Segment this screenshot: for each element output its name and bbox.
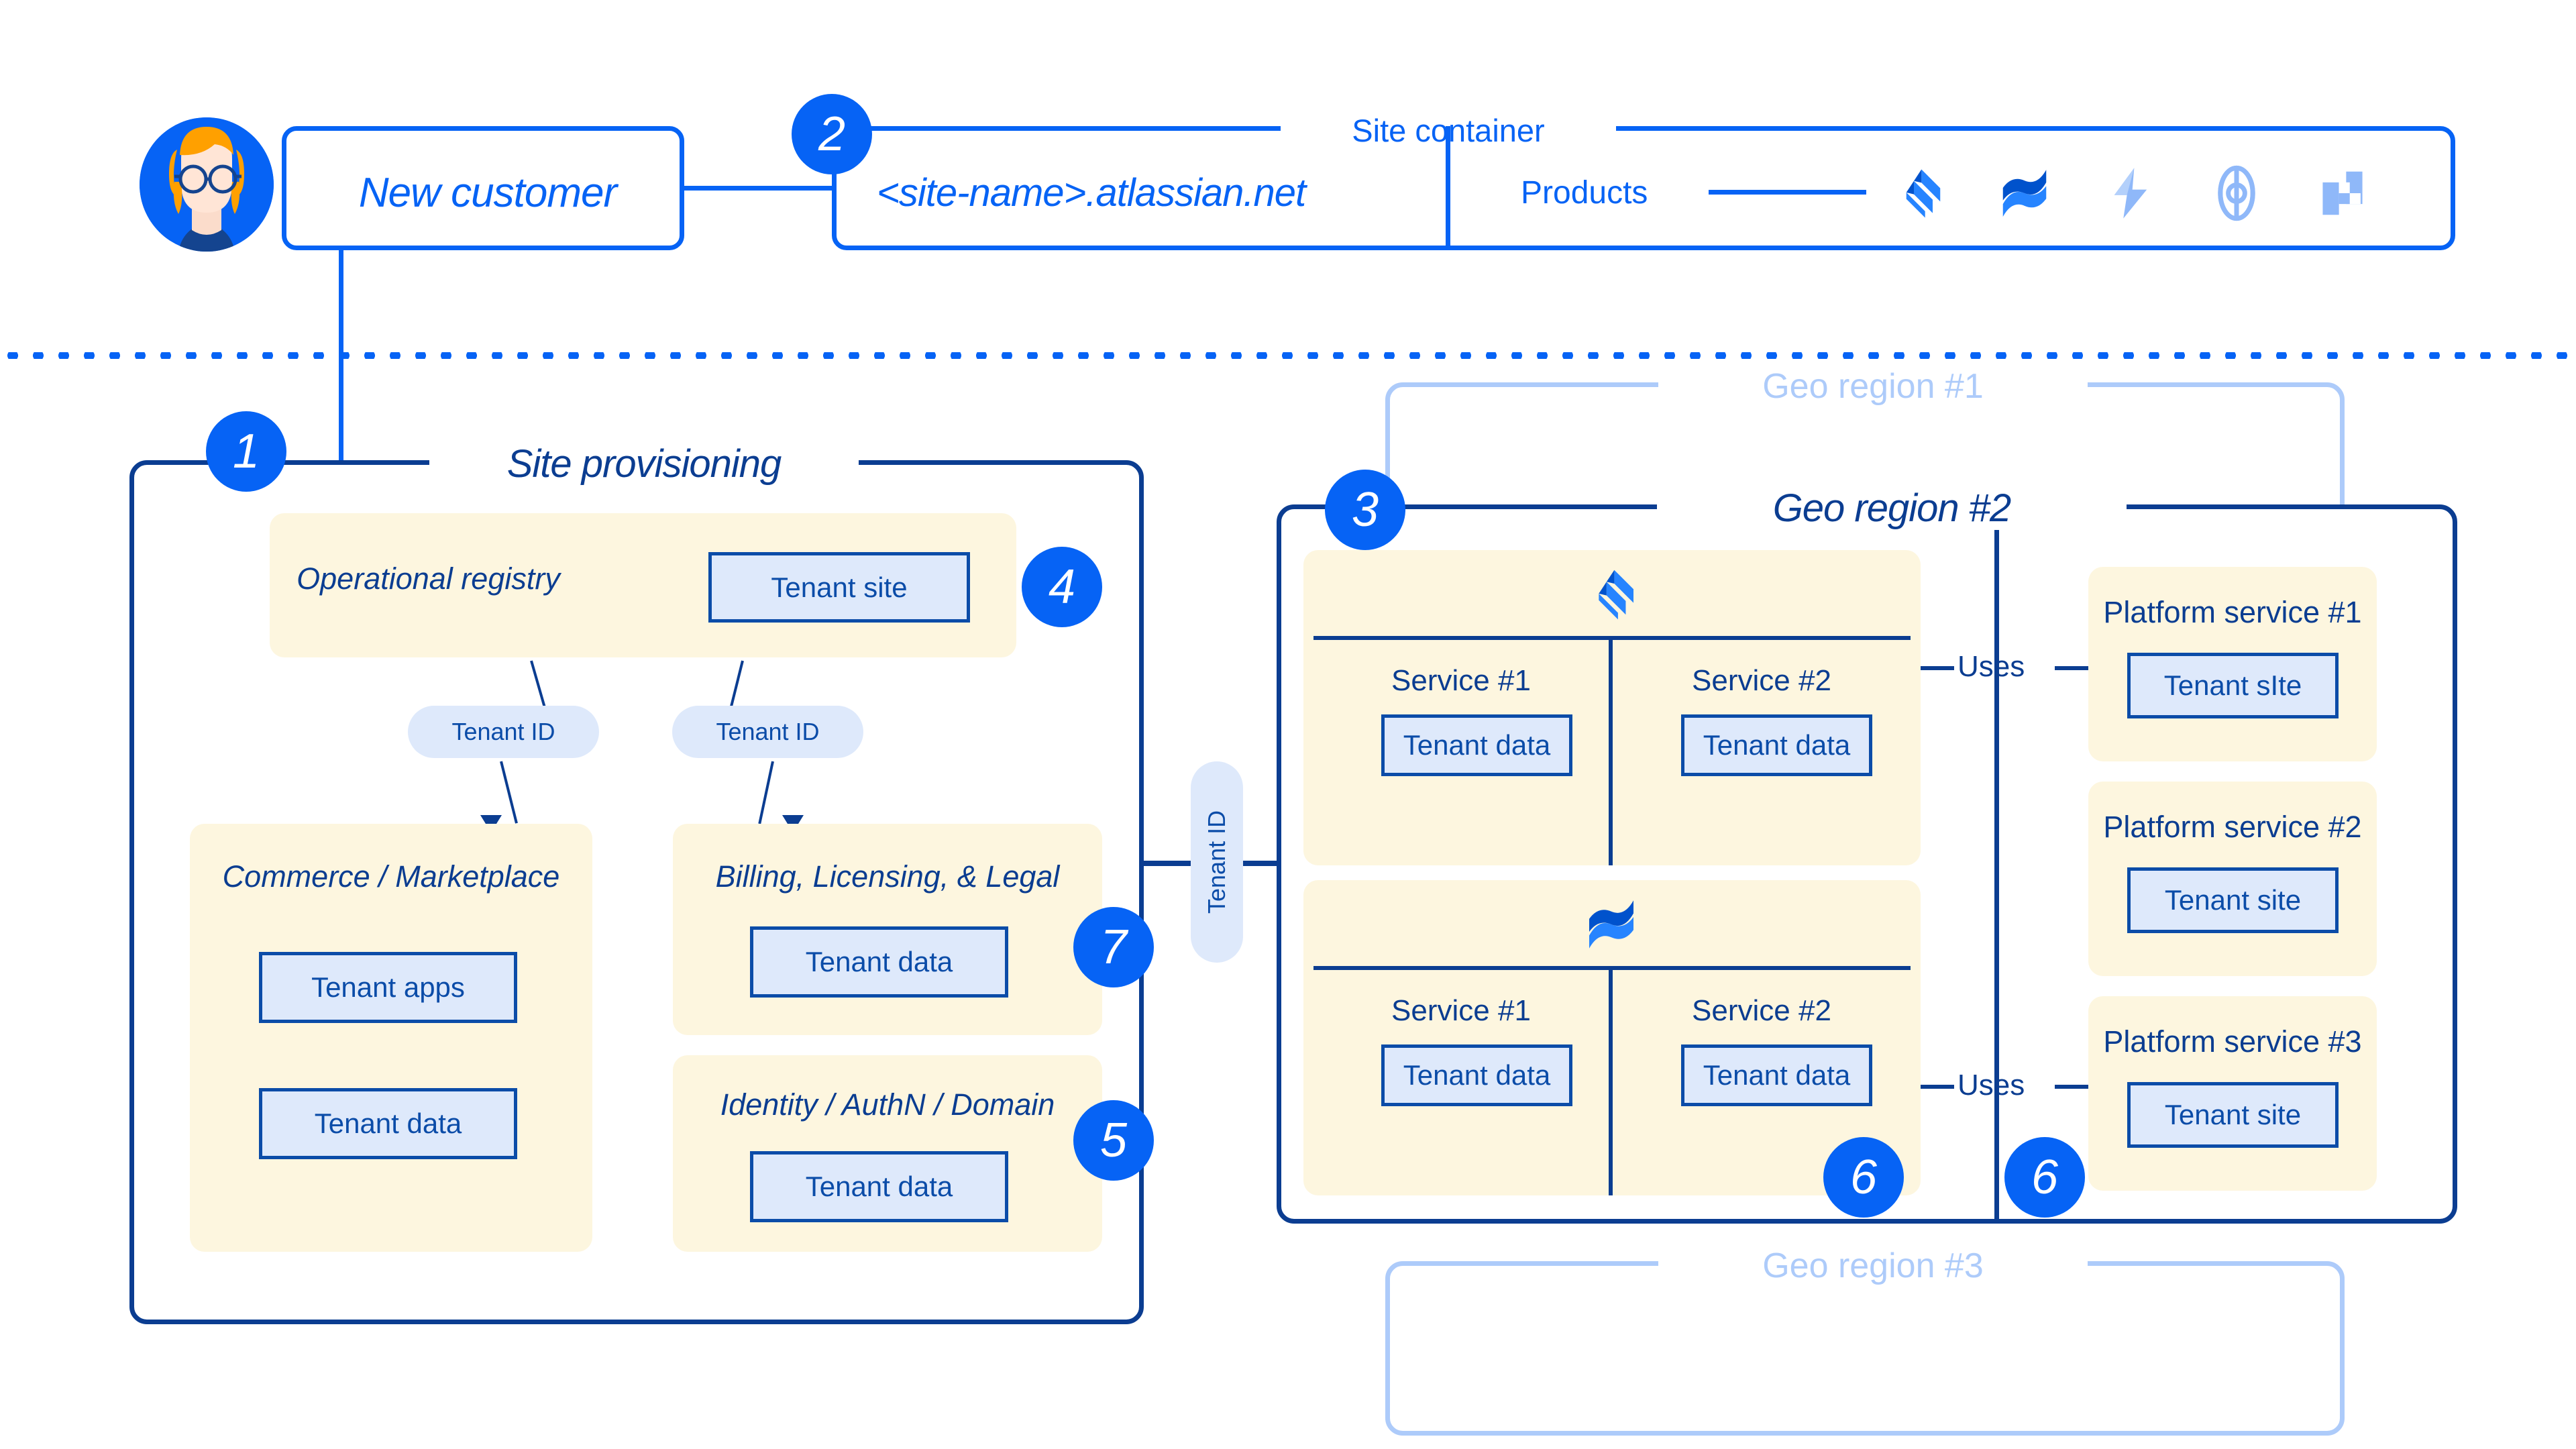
platform-service-2-title: Platform service #2 bbox=[2103, 810, 2362, 844]
site-provisioning-title: Site provisioning bbox=[506, 441, 782, 486]
platform-service-2-group: Platform service #2 Tenant site bbox=[2088, 782, 2377, 976]
jira-service-1-label: Service #1 bbox=[1391, 664, 1531, 697]
bitbucket-icon bbox=[2322, 171, 2363, 215]
operational-registry-group: Operational registry Tenant site bbox=[270, 513, 1016, 657]
confluence-service-2-tenant-data: Tenant data bbox=[1681, 1044, 1872, 1106]
billing-tenant-data-box: Tenant data bbox=[750, 926, 1008, 998]
customer-avatar bbox=[140, 117, 274, 252]
platform-service-1-title: Platform service #1 bbox=[2103, 595, 2362, 629]
step-badge-2: 2 bbox=[792, 94, 872, 174]
commerce-marketplace-group: Commerce / Marketplace Tenant apps Tenan… bbox=[190, 824, 592, 1252]
geo-region-2-title: Geo region #2 bbox=[1772, 486, 2012, 530]
region-product-block-confluence: Service #1 Tenant data Service #2 Tenant… bbox=[1303, 880, 1921, 1195]
billing-licensing-legal-group: Billing, Licensing, & Legal Tenant data bbox=[673, 824, 1102, 1035]
step-badge-5: 5 bbox=[1073, 1100, 1154, 1181]
jira-icon bbox=[1599, 570, 1633, 620]
step-badge-7: 7 bbox=[1073, 907, 1154, 987]
confluence-service-1-tenant-data: Tenant data bbox=[1381, 1044, 1572, 1106]
confluence-block-vertical-rule bbox=[1609, 970, 1613, 1195]
platform-service-3-group: Platform service #3 Tenant site bbox=[2088, 996, 2377, 1191]
registry-tenant-site-box: Tenant site bbox=[708, 552, 970, 623]
atlassian-compass-icon bbox=[2218, 165, 2255, 221]
step-badge-6-services: 6 bbox=[1823, 1137, 1904, 1218]
site-container-divider bbox=[1446, 126, 1450, 250]
platform-services-spine bbox=[1994, 530, 1999, 1221]
confluence-icon bbox=[1589, 900, 1633, 949]
commerce-tenant-data-box: Tenant data bbox=[259, 1088, 517, 1159]
geo-region-3-panel: Geo region #3 bbox=[1385, 1242, 2345, 1436]
jira-block-vertical-rule bbox=[1609, 640, 1613, 865]
operational-registry-title: Operational registry bbox=[297, 561, 560, 596]
identity-authn-domain-title: Identity / AuthN / Domain bbox=[720, 1087, 1055, 1122]
billing-licensing-legal-title: Billing, Licensing, & Legal bbox=[715, 859, 1060, 894]
platform-service-3-tenant-box: Tenant site bbox=[2127, 1082, 2339, 1148]
tenant-id-pill-right: Tenant ID bbox=[672, 706, 863, 758]
platform-service-3-title: Platform service #3 bbox=[2103, 1024, 2362, 1059]
step-badge-3: 3 bbox=[1325, 470, 1405, 550]
confluence-service-2-label: Service #2 bbox=[1692, 994, 1831, 1027]
step-badge-6-platform: 6 bbox=[2004, 1137, 2085, 1218]
uses-label-top: Uses bbox=[1957, 650, 2025, 683]
confluence-service-1-label: Service #1 bbox=[1391, 994, 1531, 1027]
commerce-marketplace-title: Commerce / Marketplace bbox=[222, 859, 560, 894]
jira-service-1-tenant-data: Tenant data bbox=[1381, 714, 1572, 776]
zone-divider-dotted-line bbox=[0, 352, 2576, 359]
wire-uses-top-left bbox=[1921, 666, 1954, 670]
site-name-label: <site-name>.atlassian.net bbox=[877, 171, 1306, 215]
platform-service-1-group: Platform service #1 Tenant sIte bbox=[2088, 567, 2377, 761]
identity-tenant-data-box: Tenant data bbox=[750, 1151, 1008, 1222]
wire-customer-to-site bbox=[684, 186, 833, 191]
geo-region-1-title: Geo region #1 bbox=[1762, 367, 1984, 406]
product-icon-row bbox=[1890, 131, 2371, 255]
wire-provisioning-to-tenant-id bbox=[1144, 861, 1201, 866]
region-product-block-jira: Service #1 Tenant data Service #2 Tenant… bbox=[1303, 550, 1921, 865]
step-badge-1: 1 bbox=[206, 411, 286, 492]
site-container-box: Site container <site-name>.atlassian.net… bbox=[832, 105, 2455, 250]
products-label: Products bbox=[1521, 175, 1648, 211]
platform-service-1-tenant-box: Tenant sIte bbox=[2127, 653, 2339, 718]
tenant-id-connector-pill: Tenant ID bbox=[1191, 761, 1243, 963]
jira-block-horizontal-rule bbox=[1313, 636, 1911, 640]
jira-service-management-icon bbox=[2114, 167, 2147, 219]
step-badge-4: 4 bbox=[1022, 547, 1102, 627]
jira-icon bbox=[1906, 169, 1941, 218]
new-customer-label: New customer bbox=[358, 170, 617, 216]
jira-service-2-label: Service #2 bbox=[1692, 664, 1831, 697]
confluence-block-horizontal-rule bbox=[1313, 966, 1911, 970]
confluence-icon bbox=[2002, 169, 2047, 217]
identity-authn-domain-group: Identity / AuthN / Domain Tenant data bbox=[673, 1055, 1102, 1252]
products-connector-line bbox=[1709, 190, 1866, 195]
wire-uses-bottom-left bbox=[1921, 1085, 1954, 1089]
tenant-id-pill-left: Tenant ID bbox=[408, 706, 599, 758]
commerce-tenant-apps-box: Tenant apps bbox=[259, 952, 517, 1023]
uses-label-bottom: Uses bbox=[1957, 1069, 2025, 1102]
new-customer-box: New customer bbox=[282, 126, 684, 250]
geo-region-3-title: Geo region #3 bbox=[1762, 1246, 1984, 1285]
jira-service-2-tenant-data: Tenant data bbox=[1681, 714, 1872, 776]
platform-service-2-tenant-box: Tenant site bbox=[2127, 867, 2339, 933]
